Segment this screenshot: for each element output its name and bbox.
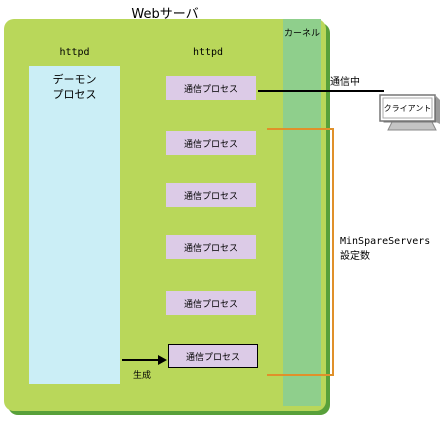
generate-label: 生成 [133, 371, 152, 381]
connection-label: 通信中 [330, 77, 360, 88]
process-box-5: 通信プロセス [166, 291, 256, 315]
client-computer-icon [379, 94, 440, 131]
min-spare-servers-label: MinSpareServers 設定数 [340, 236, 431, 262]
daemon-process-label: デーモン プロセス [52, 73, 97, 101]
process-box-1: 通信プロセス [166, 76, 256, 100]
client-label: クライアント [383, 104, 432, 113]
process-box-new: 通信プロセス [168, 344, 258, 368]
process-box-4: 通信プロセス [166, 235, 256, 259]
web-server-title: Webサーバ [131, 7, 199, 22]
kernel-label: カーネル [283, 29, 320, 39]
kernel-layer [283, 19, 321, 406]
process-box-2: 通信プロセス [166, 131, 256, 155]
min-spare-bracket [267, 128, 334, 376]
generate-arrow-head [158, 355, 167, 365]
daemon-process-box [29, 66, 120, 384]
process-box-3: 通信プロセス [166, 183, 256, 207]
daemon-column-label: httpd [59, 47, 90, 58]
process-column-label: httpd [192, 47, 224, 58]
